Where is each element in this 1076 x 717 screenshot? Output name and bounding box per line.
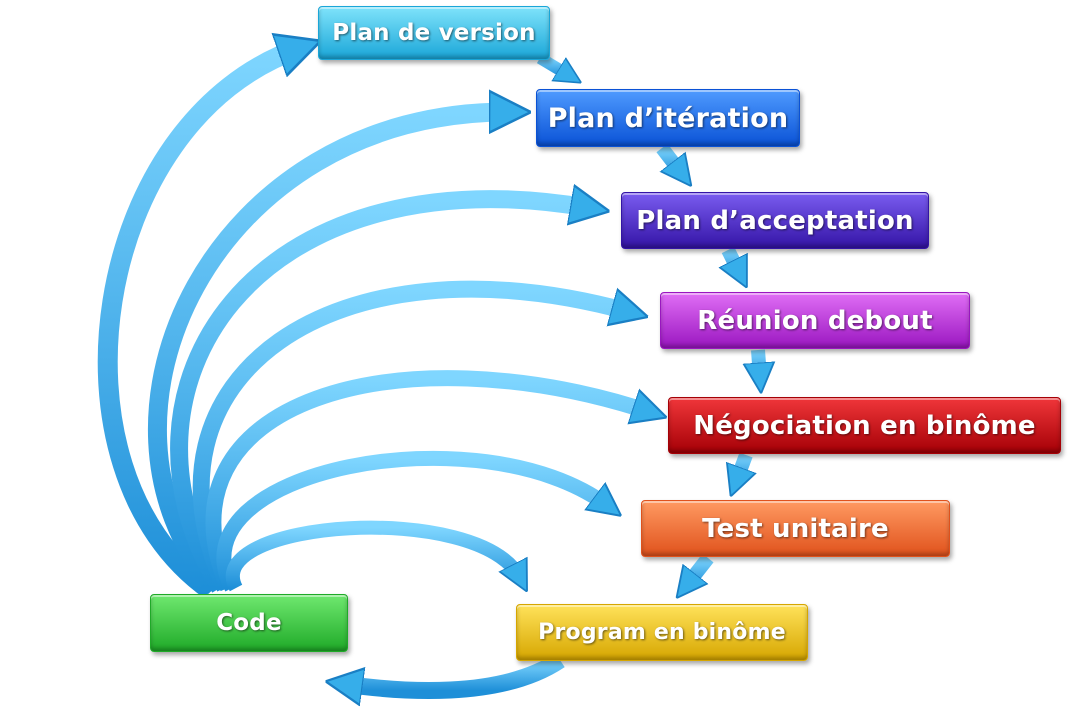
step-reunion-debout: Réunion debout <box>660 292 970 349</box>
step-label: Plan de version <box>332 20 536 46</box>
step-code: Code <box>150 594 348 652</box>
step-label: Plan d’acceptation <box>636 205 914 236</box>
arc-arrow-to-test-unitaire <box>216 450 608 592</box>
step-arrow-4 <box>758 349 760 378</box>
arc-arrow-to-reunion-debout <box>192 280 630 592</box>
arc-arrow-to-plan-de-version <box>97 48 300 599</box>
arc-arrow-to-program-binome <box>226 520 520 588</box>
step-negociation-en-binome: Négociation en binôme <box>668 397 1061 454</box>
step-test-unitaire: Test unitaire <box>641 500 950 557</box>
step-plan-de-version: Plan de version <box>318 6 550 60</box>
step-label: Test unitaire <box>702 513 889 544</box>
arrow-program-to-code <box>344 652 565 691</box>
step-program-en-binome: Program en binôme <box>516 604 808 661</box>
step-arrow-3 <box>728 246 740 274</box>
step-arrow-6 <box>686 553 714 586</box>
arc-arrow-to-plan-acceptation <box>170 199 590 593</box>
step-label: Négociation en binôme <box>693 410 1036 441</box>
step-label: Plan d’itération <box>547 102 789 134</box>
step-label: Program en binôme <box>538 620 786 645</box>
arc-arrow-to-negociation <box>205 370 650 592</box>
step-arrow-1 <box>536 52 570 76</box>
step-arrow-5 <box>736 452 746 482</box>
step-label: Réunion debout <box>697 305 933 336</box>
step-arrow-2 <box>656 143 682 174</box>
step-plan-iteration: Plan d’itération <box>536 89 800 147</box>
step-plan-acceptation: Plan d’acceptation <box>621 192 929 249</box>
step-label: Code <box>216 610 282 636</box>
arc-arrow-to-plan-iteration <box>147 112 510 595</box>
